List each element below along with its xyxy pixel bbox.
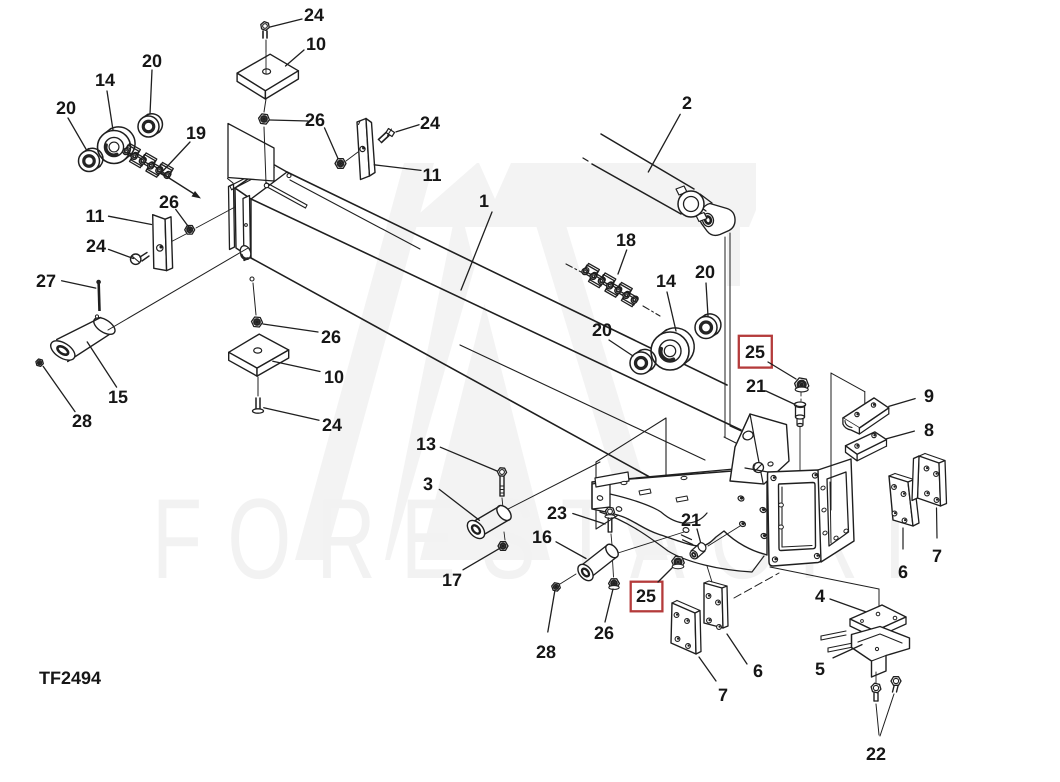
svg-text:14: 14 xyxy=(95,70,115,90)
svg-text:20: 20 xyxy=(592,320,612,340)
svg-text:6: 6 xyxy=(898,562,908,582)
svg-text:16: 16 xyxy=(532,527,552,547)
svg-text:25: 25 xyxy=(636,586,656,606)
svg-text:10: 10 xyxy=(324,367,344,387)
svg-text:26: 26 xyxy=(305,110,325,130)
svg-text:TF2494: TF2494 xyxy=(39,668,101,688)
svg-text:6: 6 xyxy=(753,661,763,681)
svg-text:17: 17 xyxy=(442,570,462,590)
svg-text:24: 24 xyxy=(304,5,324,25)
svg-text:1: 1 xyxy=(479,191,489,211)
svg-text:8: 8 xyxy=(924,420,934,440)
svg-text:2: 2 xyxy=(682,93,692,113)
svg-text:27: 27 xyxy=(36,271,56,291)
svg-text:24: 24 xyxy=(420,113,440,133)
svg-text:24: 24 xyxy=(322,415,342,435)
svg-text:20: 20 xyxy=(695,262,715,282)
svg-text:28: 28 xyxy=(72,411,92,431)
svg-text:26: 26 xyxy=(321,327,341,347)
svg-text:13: 13 xyxy=(416,434,436,454)
svg-text:22: 22 xyxy=(866,744,886,764)
svg-text:9: 9 xyxy=(924,386,934,406)
svg-text:3: 3 xyxy=(423,474,433,494)
svg-text:4: 4 xyxy=(815,586,825,606)
svg-text:18: 18 xyxy=(616,230,636,250)
svg-text:24: 24 xyxy=(86,236,106,256)
svg-text:20: 20 xyxy=(142,51,162,71)
svg-text:11: 11 xyxy=(422,165,441,185)
svg-text:20: 20 xyxy=(56,98,76,118)
svg-text:21: 21 xyxy=(681,510,701,530)
svg-text:7: 7 xyxy=(718,685,728,705)
svg-text:7: 7 xyxy=(932,546,942,566)
svg-text:23: 23 xyxy=(547,503,567,523)
svg-text:26: 26 xyxy=(159,192,179,212)
svg-text:25: 25 xyxy=(745,342,765,362)
svg-text:10: 10 xyxy=(306,34,326,54)
svg-text:26: 26 xyxy=(594,623,614,643)
svg-text:14: 14 xyxy=(656,271,676,291)
svg-text:15: 15 xyxy=(108,387,128,407)
svg-text:21: 21 xyxy=(746,376,766,396)
svg-text:11: 11 xyxy=(85,206,104,226)
svg-text:19: 19 xyxy=(186,123,206,143)
svg-text:28: 28 xyxy=(536,642,556,662)
svg-text:5: 5 xyxy=(815,659,825,679)
